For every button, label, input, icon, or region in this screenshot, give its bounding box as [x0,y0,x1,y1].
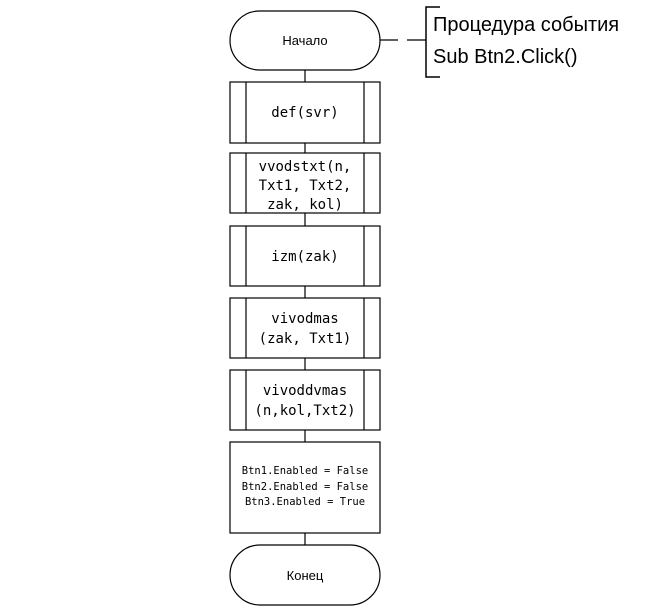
subprocess-block: vivodmas (zak, Txt1) [229,297,381,359]
subprocess-block: izm(zak) [229,225,381,287]
subprocess-block: vivoddvmas (n,kol,Txt2) [229,369,381,431]
subprocess-label: def(svr) [271,105,338,121]
process-label: Btn2.Enabled = False [242,481,368,493]
end-terminator [229,544,381,606]
process-block: Btn1.Enabled = False Btn2.Enabled = Fals… [229,441,381,534]
subprocess-label: (zak, Txt1) [259,331,352,347]
procedure-title-line1: Процедура события [433,14,619,36]
subprocess-label: vivodmas [271,311,338,327]
subprocess-label: (n,kol,Txt2) [254,403,355,419]
start-terminator [229,10,381,71]
subprocess-label: Txt1, Txt2, [259,178,352,194]
subprocess-block: vvodstxt(n, Txt1, Txt2, zak, kol) [229,152,381,214]
connectors [304,39,426,545]
subprocess-label: zak, kol) [267,197,343,213]
comment-bracket [425,6,440,78]
process-label: Btn1.Enabled = False [242,465,368,477]
procedure-title-line2: Sub Btn2.Click() [433,46,578,68]
start-label: Начало [282,33,327,48]
subprocess-label: izm(zak) [271,249,338,265]
subprocess-label: vvodstxt(n, [259,159,352,175]
subprocess-block: def(svr) [229,81,381,144]
end-label: Конец [287,568,324,583]
process-label: Btn3.Enabled = True [245,496,365,508]
subprocess-label: vivoddvmas [263,383,347,399]
